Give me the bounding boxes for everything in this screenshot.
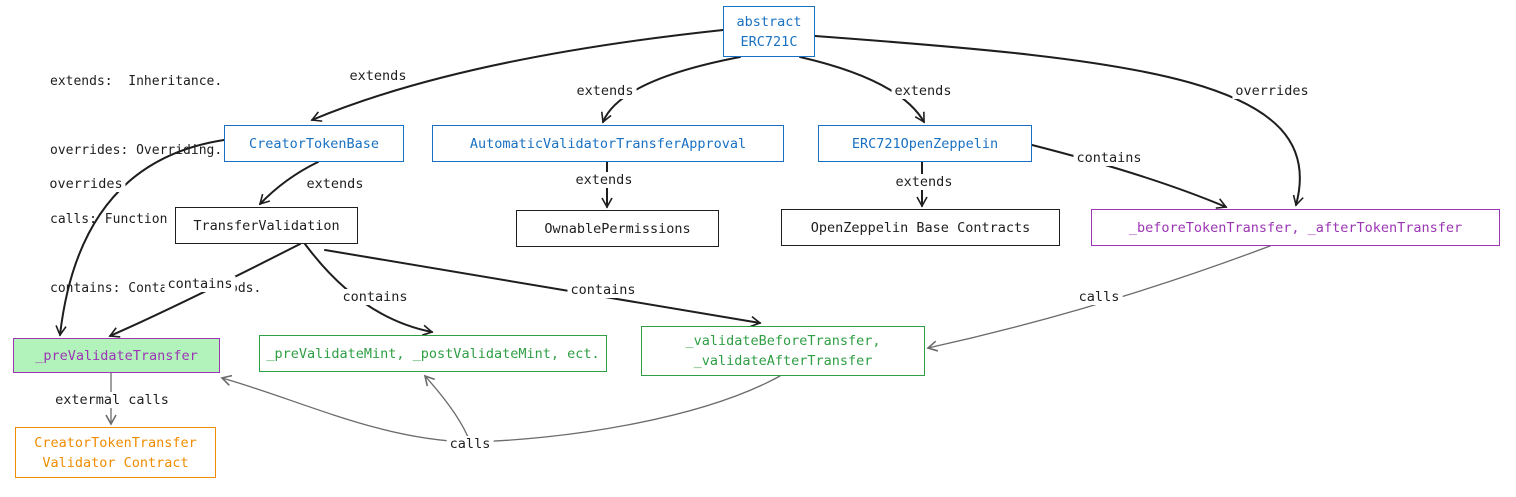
edge-label-transfervalidation-to-prevalidatemint: contains — [339, 289, 411, 305]
edge-erc721c-to-beforeafter — [814, 35, 1304, 207]
edge-label-erc721c-to-automaticvalidator: extends — [573, 83, 637, 99]
node-openzeppelin-base-contracts[interactable]: OpenZeppelin Base Contracts — [781, 209, 1060, 246]
node-erc721-openzeppelin[interactable]: ERC721OpenZeppelin — [818, 125, 1032, 162]
edge-label-transfervalidation-to-validatebeforeafter: contains — [567, 282, 639, 298]
edge-label-creatortokenbase-to-prevalidatetransfer: overrides — [46, 176, 126, 192]
edge-label-automaticvalidator-to-ownablepermissions: extends — [572, 172, 636, 188]
node-transfer-validation[interactable]: TransferValidation — [175, 207, 358, 244]
node-abstract-erc721c[interactable]: abstract ERC721C — [723, 6, 815, 57]
legend-overrides: overrides: Overriding. — [50, 143, 223, 158]
node-pre-validate-transfer[interactable]: _preValidateTransfer — [13, 338, 220, 373]
node-automatic-validator-transfer-approval[interactable]: AutomaticValidatorTransferApproval — [432, 125, 784, 162]
edge-label-beforeafter-to-validatebeforeafter: calls — [1075, 289, 1123, 305]
edge-label-prevalidatetransfer-to-validatorcontract: extermal calls — [52, 392, 172, 408]
node-validate-before-after-transfer[interactable]: _validateBeforeTransfer, _validateAfterT… — [641, 326, 925, 376]
node-validator-contract[interactable]: CreatorTokenTransfer Validator Contract — [15, 427, 216, 478]
edge-erc721c-to-automaticvalidator — [600, 56, 741, 124]
edge-erc721c-to-creatortokenbase — [310, 29, 724, 122]
edge-erc721c-to-erc721oz — [799, 56, 925, 124]
edge-label-transfervalidation-to-prevalidatetransfer: contains — [164, 276, 236, 292]
node-pre-post-validate-mint[interactable]: _preValidateMint, _postValidateMint, ect… — [259, 335, 607, 372]
edge-creatortokenbase-to-prevalidatetransfer — [55, 139, 225, 337]
node-ownable-permissions[interactable]: OwnablePermissions — [516, 210, 719, 247]
edge-label-creatortokenbase-to-transfervalidation: extends — [303, 176, 367, 192]
edge-label-erc721c-to-erc721oz: extends — [891, 83, 955, 99]
legend-extends: extends: Inheritance. — [50, 74, 223, 89]
edge-validatebeforeafter-to-prevalidatemint — [423, 374, 471, 443]
node-before-after-token-transfer[interactable]: _beforeTokenTransfer, _afterTokenTransfe… — [1091, 209, 1500, 246]
edge-transfervalidation-to-prevalidatetransfer — [108, 243, 301, 338]
edge-label-erc721c-to-beforeafter: overrides — [1232, 83, 1312, 99]
edge-erc721oz-to-beforeafter — [1031, 144, 1228, 209]
edge-label-erc721oz-to-ozbase: extends — [892, 174, 956, 190]
edge-creatortokenbase-to-transfervalidation — [258, 161, 319, 206]
edge-label-erc721c-to-creatortokenbase: extends — [346, 68, 410, 84]
node-creator-token-base[interactable]: CreatorTokenBase — [224, 125, 404, 162]
edge-transfervalidation-to-validatebeforeafter — [324, 249, 762, 328]
edge-label-validatebeforeafter-to-prevalidatetransfer: calls — [446, 436, 494, 452]
edge-validatebeforeafter-to-prevalidatetransfer — [220, 374, 781, 443]
edge-label-erc721oz-to-beforeafter: contains — [1073, 150, 1145, 166]
